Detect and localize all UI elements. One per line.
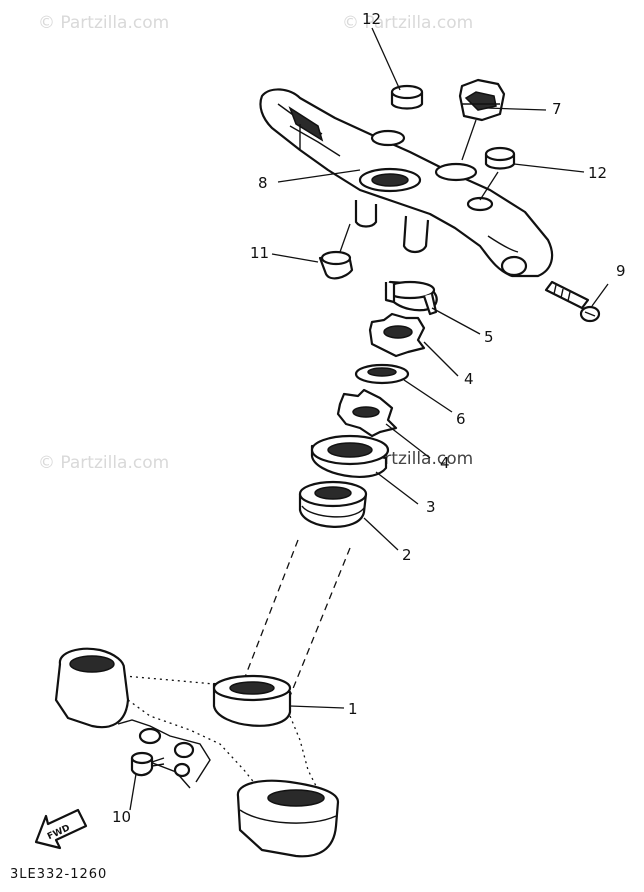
callout-7: 7 (552, 100, 562, 118)
upper-bracket (259, 88, 554, 278)
spacer-washer (354, 363, 410, 385)
crown-nut (458, 78, 506, 122)
cap-plug-upper (390, 84, 424, 110)
callouts: 12 7 12 8 11 9 5 4 6 4 3 2 1 10 (112, 10, 626, 826)
callout-4-upper: 4 (464, 370, 474, 388)
pinch-bolt (544, 280, 601, 323)
watermark-top-left: © Partzilla.com (38, 13, 169, 33)
callout-5: 5 (484, 328, 494, 346)
callout-10: 10 (112, 808, 131, 826)
callout-9: 9 (616, 262, 626, 280)
callout-12-right: 12 (588, 164, 607, 182)
leader-lines (129, 27, 609, 811)
callout-11: 11 (250, 244, 269, 262)
callout-2: 2 (402, 546, 412, 564)
bearing-upper-race (310, 434, 390, 478)
ring-nut-upper (368, 312, 426, 358)
steering-stop-screw (130, 751, 165, 777)
callout-6: 6 (456, 410, 466, 428)
lock-washer (384, 280, 438, 316)
fwd-arrow: FWD (34, 808, 88, 850)
under-bracket (54, 539, 351, 858)
watermark-top-right: © Partzilla.com (342, 13, 473, 33)
bearing-upper (298, 480, 368, 528)
callout-12-top: 12 (362, 10, 381, 28)
cap-plug-right (484, 146, 516, 170)
callout-8: 8 (258, 174, 268, 192)
callout-3: 3 (426, 498, 436, 516)
callout-4-lower: 4 (440, 454, 450, 472)
stem-cap (318, 250, 354, 280)
callout-1: 1 (348, 700, 358, 718)
watermark-mid-left: © Partzilla.com (38, 453, 169, 473)
ring-nut-lower (336, 388, 398, 438)
diagram-part-number: 3LE332-1260 (10, 867, 107, 882)
